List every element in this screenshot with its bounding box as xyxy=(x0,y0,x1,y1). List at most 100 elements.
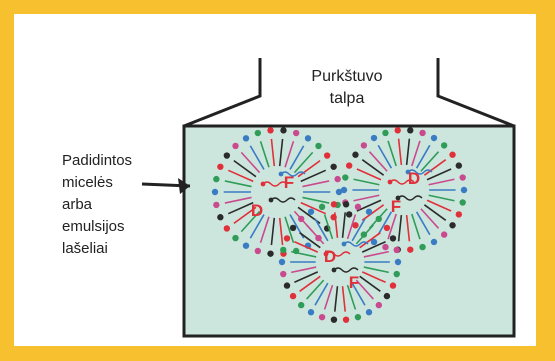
surfactant-head xyxy=(318,203,326,211)
surfactant-tail xyxy=(359,232,381,249)
surfactant-head xyxy=(318,313,326,321)
surfactant-head xyxy=(289,224,297,232)
surfactant-tail xyxy=(377,211,393,236)
surfactant-head xyxy=(389,235,397,242)
surfactant-head xyxy=(440,231,448,238)
surfactant-tail xyxy=(426,199,452,212)
solute-head xyxy=(260,181,266,187)
surfactant-tail xyxy=(270,217,276,246)
surfactant-head xyxy=(407,246,414,253)
surfactant-head xyxy=(354,203,362,211)
surfactant-tail xyxy=(411,140,421,167)
surfactant-head xyxy=(393,270,400,278)
solute-head xyxy=(405,169,411,175)
surfactant-tail xyxy=(294,240,319,253)
surfactant-head xyxy=(289,292,297,300)
surfactant-head xyxy=(459,174,466,181)
surfactant-head xyxy=(455,162,463,169)
surfactant-tail xyxy=(227,201,254,215)
surfactant-tail xyxy=(428,178,455,186)
surfactant-head xyxy=(213,201,220,209)
surfactant-tail xyxy=(363,266,389,274)
surfactant-head xyxy=(370,134,378,142)
surfactant-tail xyxy=(294,271,319,284)
surfactant-tail xyxy=(233,206,257,224)
surfactant-tail xyxy=(415,211,431,236)
surfactant-tail xyxy=(363,250,389,258)
surfactant-head xyxy=(304,135,312,142)
surfactant-head xyxy=(232,142,239,150)
tank-neck-right xyxy=(436,58,515,128)
surfactant-tail xyxy=(291,250,317,258)
surfactant-tail xyxy=(259,141,270,168)
solute-molecule xyxy=(270,197,296,203)
surfactant-head xyxy=(419,243,426,251)
tank-title-line-1: Purkštuvo xyxy=(311,68,383,85)
surfactant-tail xyxy=(284,141,295,168)
solute-molecule xyxy=(389,179,415,185)
surfactant-head xyxy=(460,186,468,194)
surfactant-head xyxy=(307,309,315,316)
surfactant-head xyxy=(393,246,400,254)
surfactant-tail xyxy=(341,286,347,312)
solute-molecule xyxy=(333,267,359,273)
surfactant-tail xyxy=(306,279,325,300)
solute-head xyxy=(387,179,393,185)
surfactant-tail xyxy=(387,213,397,240)
surfactant-tail xyxy=(387,140,397,167)
surfactant-tail xyxy=(351,282,366,306)
surfactant-head xyxy=(211,188,219,196)
surfactant-tail xyxy=(428,194,455,202)
surfactant-tail xyxy=(227,169,254,183)
surfactant-tail xyxy=(351,218,366,242)
callout-line-2: micelės xyxy=(62,174,113,191)
surfactant-head xyxy=(352,151,359,158)
callout-line-1: Padidintos xyxy=(62,152,133,169)
surfactant-tail xyxy=(297,160,321,178)
surfactant-head xyxy=(280,246,287,254)
tank-neck-left xyxy=(183,58,262,128)
surfactant-head xyxy=(449,222,456,229)
surfactant-head xyxy=(375,301,383,309)
micelle-callout: Padidintos micelės arba emulsijos lašeli… xyxy=(62,150,172,260)
micelle-letter: F xyxy=(391,197,401,216)
surfactant-tail xyxy=(249,145,265,170)
surfactant-tail xyxy=(368,151,388,172)
surfactant-head xyxy=(345,211,353,218)
surfactant-head xyxy=(345,162,353,169)
surfactant-head xyxy=(283,282,291,289)
callout-line-5: lašeliai xyxy=(62,240,108,257)
surfactant-tail xyxy=(314,282,329,306)
surfactant-tail xyxy=(224,180,252,188)
solute-head xyxy=(341,241,347,247)
surfactant-head xyxy=(383,224,391,232)
surfactant-tail xyxy=(353,178,380,186)
surfactant-tail xyxy=(224,196,252,204)
callout-line-3: arba xyxy=(62,196,93,213)
surfactant-head xyxy=(267,250,274,257)
surfactant-tail xyxy=(289,145,305,170)
surfactant-tail xyxy=(346,284,357,310)
surfactant-head xyxy=(375,215,383,223)
surfactant-head xyxy=(430,238,438,246)
surfactant-head xyxy=(232,234,239,242)
micelle-letter: F xyxy=(284,173,294,192)
surfactant-tail xyxy=(249,214,265,239)
surfactant-tail xyxy=(361,240,386,253)
surfactant-head xyxy=(459,199,466,206)
surfactant-head xyxy=(242,135,250,142)
surfactant-tail xyxy=(270,138,276,167)
surfactant-tail xyxy=(306,224,325,245)
surfactant-head xyxy=(342,316,350,323)
surfactant-tail xyxy=(302,180,330,188)
micelle-letter: D xyxy=(251,201,263,220)
surfactant-tail xyxy=(300,201,327,215)
surfactant-tail xyxy=(314,218,329,242)
tank-outline xyxy=(182,124,516,338)
surfactant-tail xyxy=(377,144,393,169)
surfactant-head xyxy=(365,309,373,316)
surfactant-head xyxy=(354,313,362,321)
surfactant-head xyxy=(278,258,286,266)
